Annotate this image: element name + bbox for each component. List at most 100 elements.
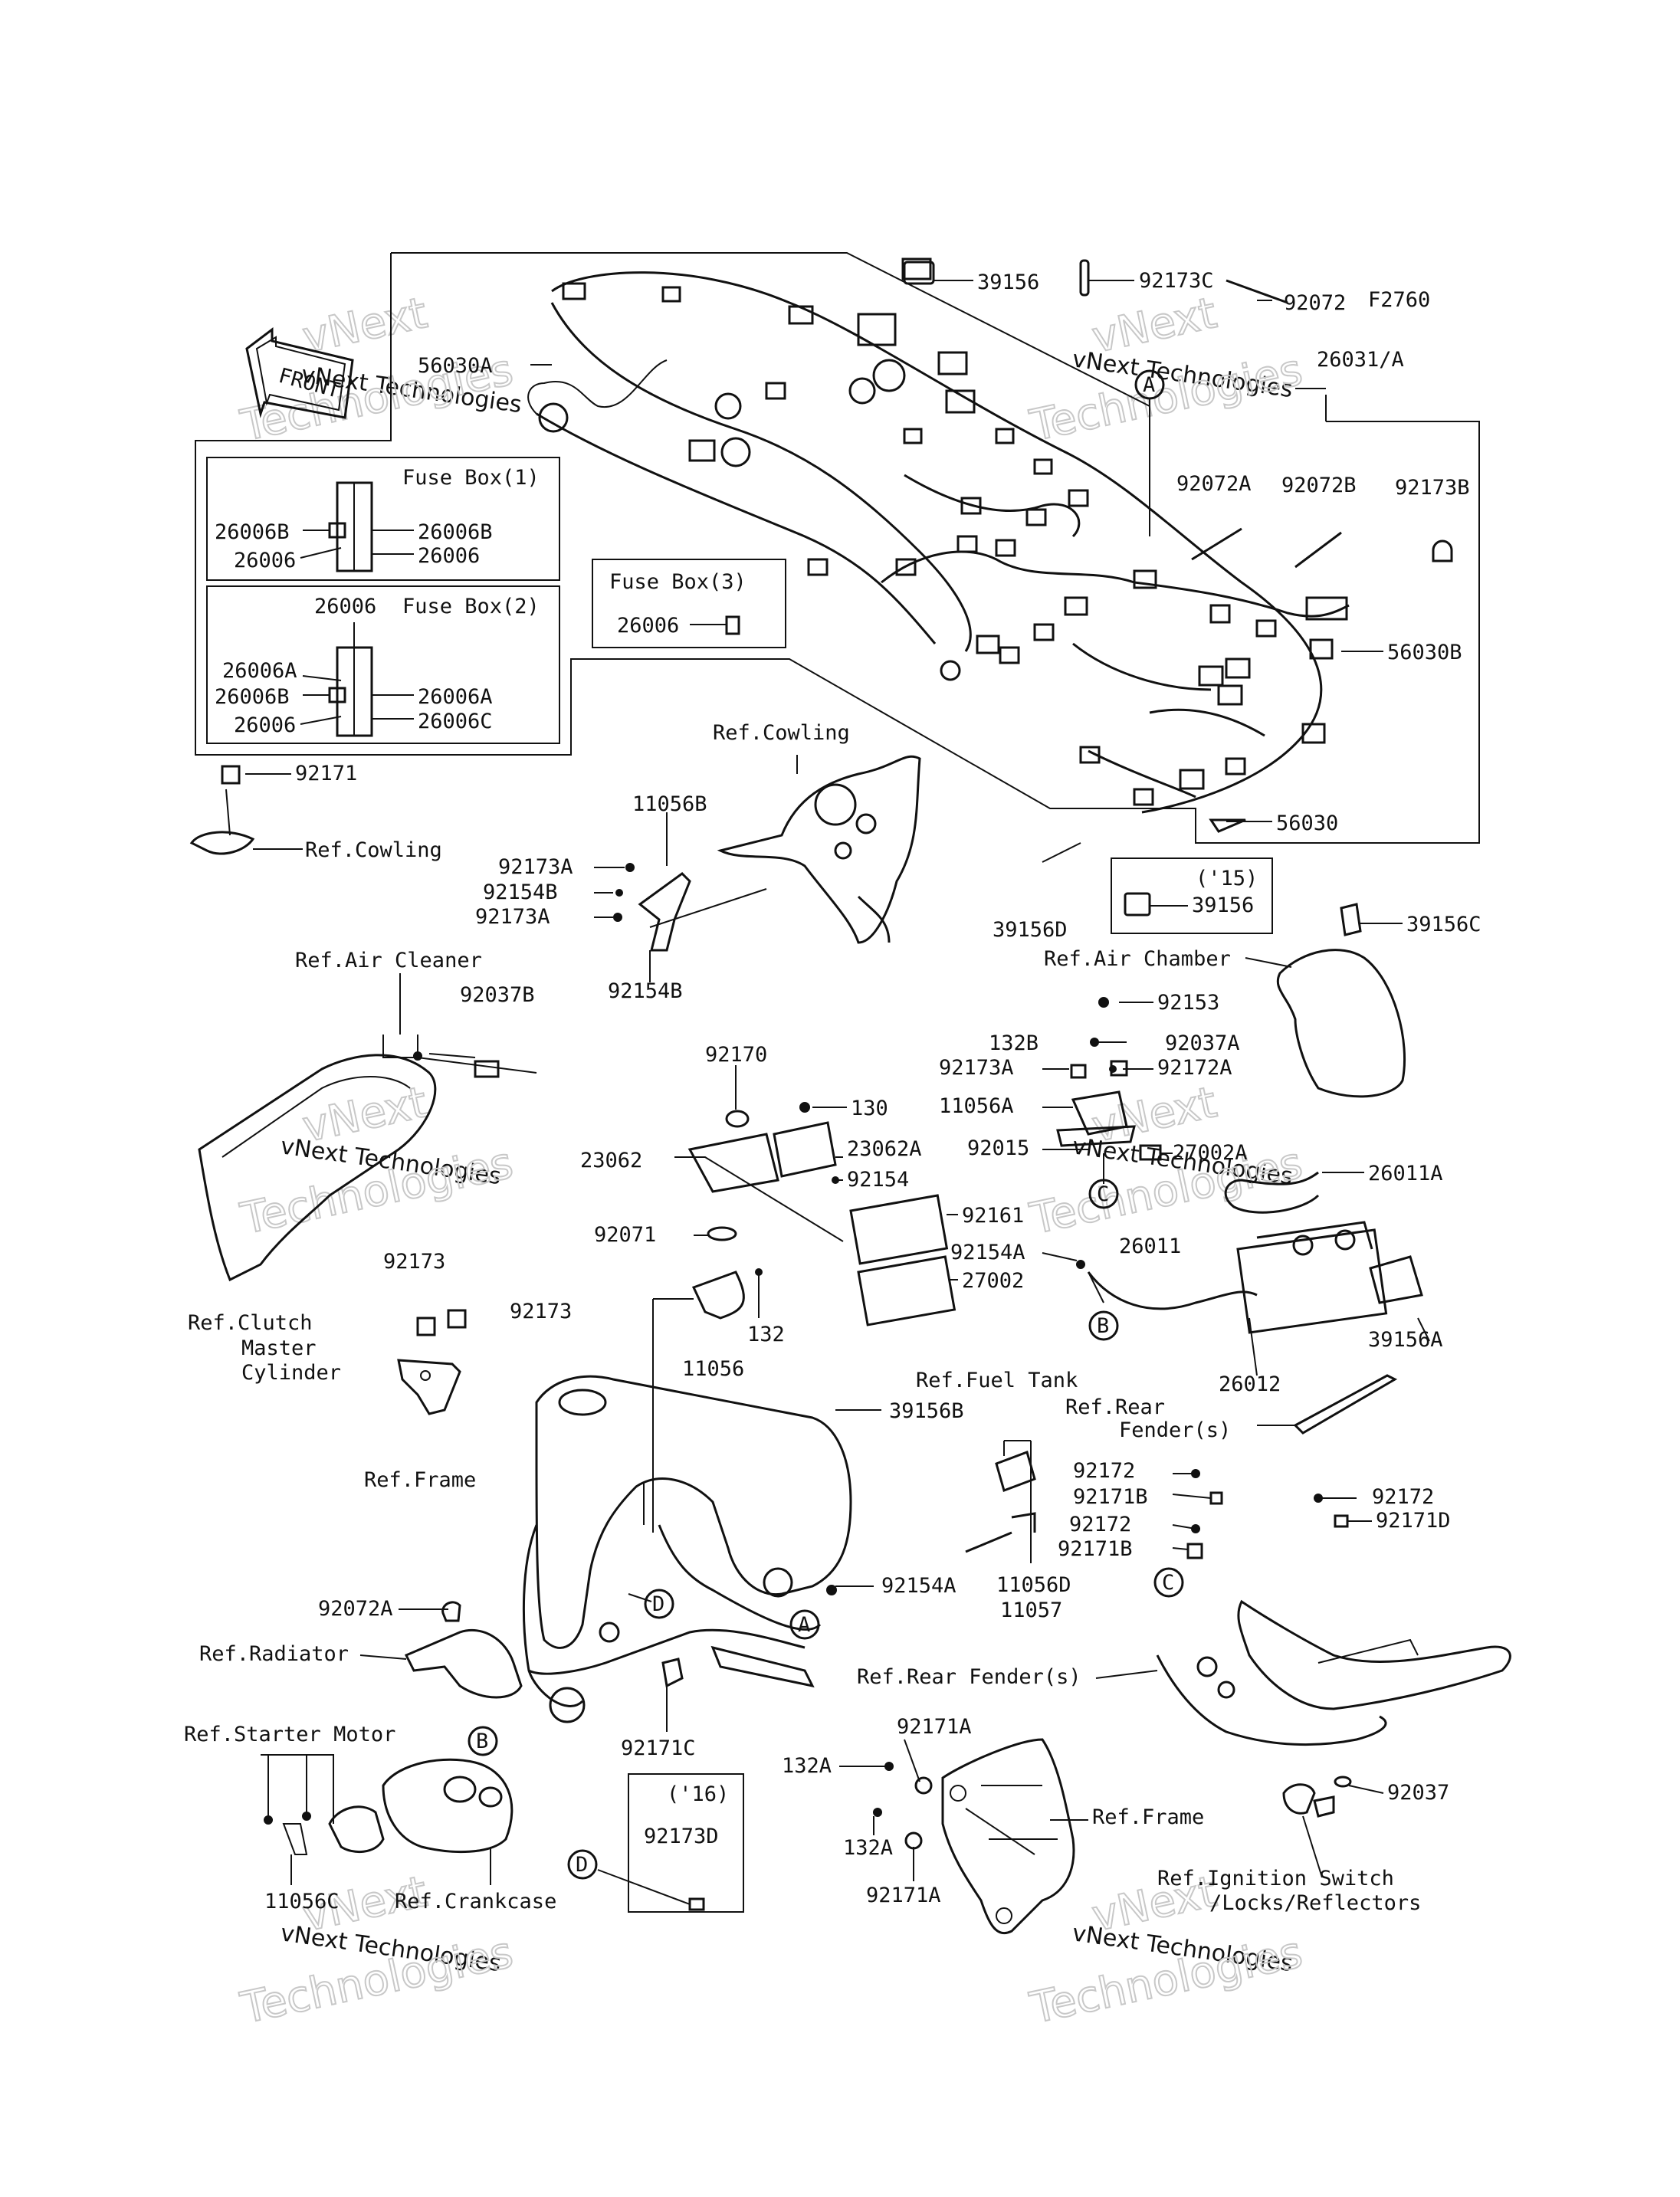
ref-ignition-line-2: /Locks/Reflectors	[1209, 1891, 1421, 1915]
fuse-box-2-right-1: 26006A	[418, 685, 493, 709]
svg-text:B: B	[476, 1730, 488, 1753]
ref-clutch-line-1: Ref.Clutch	[188, 1311, 313, 1335]
part-132B: 132B	[989, 1031, 1039, 1055]
fuse-box-2-left-2: 26006B	[215, 685, 290, 709]
part-92173A-1: 92173A	[498, 855, 573, 879]
part-39156B: 39156B	[889, 1399, 964, 1423]
part-92071: 92071	[594, 1223, 656, 1247]
part-56030A: 56030A	[418, 354, 493, 378]
part-26011A: 26011A	[1368, 1162, 1443, 1185]
part-132: 132	[747, 1323, 785, 1346]
part-92173-2: 92173	[510, 1300, 572, 1323]
ref-ignition-line-1: Ref.Ignition Switch	[1157, 1867, 1394, 1890]
year-box-16: ('16) 92173D	[597, 1773, 744, 1913]
part-23062A: 23062A	[847, 1137, 922, 1161]
part-92171B-1: 92171B	[1073, 1485, 1148, 1509]
fuse-box-2-top: 26006	[314, 595, 376, 618]
part-92173A-3: 92173A	[939, 1056, 1014, 1080]
callout-markers: A A B B C C D D	[468, 369, 1184, 1880]
part-11057: 11057	[1000, 1599, 1062, 1622]
callout-marker-d-bottom: D	[567, 1849, 598, 1880]
callout-marker-b-bottom: B	[468, 1726, 498, 1756]
fuse-box-1-title: Fuse Box(1)	[402, 466, 540, 490]
ref-cowling-left: Ref.Cowling	[305, 838, 442, 862]
ref-clutch-line-2: Master	[241, 1336, 317, 1360]
part-23062: 23062	[580, 1149, 642, 1172]
part-92037B: 92037B	[460, 983, 535, 1007]
ref-crankcase: Ref.Crankcase	[395, 1890, 556, 1913]
part-11056C: 11056C	[264, 1890, 340, 1913]
fuse-box-2: 26006 Fuse Box(2) 26006A 26006B 26006 26…	[206, 585, 560, 744]
part-92171B-2: 92171B	[1058, 1537, 1133, 1561]
callout-marker-d-top: D	[644, 1589, 674, 1619]
part-92173B: 92173B	[1395, 476, 1470, 500]
part-92037A: 92037A	[1165, 1031, 1240, 1055]
year-box-15: ('15) 39156	[1111, 857, 1273, 934]
fuse-box-3: Fuse Box(3) 26006	[592, 559, 786, 648]
component-illustrations	[189, 755, 1511, 1934]
part-92154B-2: 92154B	[608, 979, 683, 1003]
ref-rear-fender-top-1: Ref.Rear	[1065, 1395, 1165, 1419]
fuse-box-2-left-3: 26006	[234, 713, 296, 737]
year-box-15-year: ('15)	[1196, 867, 1258, 890]
part-92161: 92161	[962, 1204, 1024, 1228]
part-92172-1: 92172	[1073, 1459, 1135, 1483]
part-labels: 39156 92173C 92072 F2760 26031/A 56030A …	[264, 269, 1481, 1913]
part-92172-3: 92172	[1372, 1485, 1434, 1509]
ref-radiator: Ref.Radiator	[199, 1642, 349, 1666]
part-92173A-2: 92173A	[475, 905, 550, 929]
ref-clutch-line-3: Cylinder	[241, 1361, 341, 1385]
part-92154: 92154	[847, 1168, 909, 1192]
callout-marker-a-top: A	[1134, 369, 1165, 536]
ref-fuel-tank: Ref.Fuel Tank	[916, 1369, 1078, 1392]
watermark-top-right: vNext vNext Technologies Technologies	[1025, 287, 1307, 452]
ref-air-cleaner: Ref.Air Cleaner	[295, 949, 482, 972]
ref-cowling-top: Ref.Cowling	[713, 721, 850, 745]
svg-text:D: D	[652, 1592, 664, 1616]
part-92154B-1: 92154B	[483, 880, 558, 904]
ref-frame-bottom: Ref.Frame	[1092, 1805, 1204, 1829]
year-box-16-part: 92173D	[644, 1825, 719, 1848]
part-92172-2: 92172	[1069, 1513, 1131, 1536]
part-11056B: 11056B	[632, 792, 707, 816]
part-92173-1: 92173	[383, 1250, 445, 1274]
part-26031A: 26031/A	[1317, 348, 1404, 372]
callout-marker-c-bottom: C	[1153, 1567, 1184, 1598]
part-11056A: 11056A	[939, 1094, 1014, 1118]
callout-marker-b-top: B	[1088, 1310, 1119, 1341]
part-92072: 92072	[1284, 291, 1346, 315]
part-92037: 92037	[1387, 1781, 1449, 1805]
ref-rear-fender-top-2: Fender(s)	[1119, 1418, 1231, 1442]
ref-air-chamber: Ref.Air Chamber	[1044, 947, 1231, 971]
part-92171D: 92171D	[1376, 1509, 1451, 1533]
part-11056D: 11056D	[996, 1573, 1071, 1597]
wiring-harness	[527, 257, 1350, 814]
part-92154A-2: 92154A	[881, 1574, 956, 1598]
top-right-parts	[903, 259, 1453, 833]
part-92072A-top: 92072A	[1176, 472, 1252, 496]
part-132A-2: 132A	[843, 1836, 893, 1860]
ref-starter-motor: Ref.Starter Motor	[184, 1723, 395, 1746]
fuse-box-2-title: Fuse Box(2)	[402, 595, 540, 618]
ref-rear-fender-bottom: Ref.Rear Fender(s)	[857, 1665, 1081, 1689]
year-box-16-year: ('16)	[667, 1782, 729, 1806]
fuse-box-1-right-1: 26006B	[418, 520, 493, 544]
part-11056: 11056	[682, 1357, 744, 1381]
callout-marker-c-top: C	[1088, 1179, 1119, 1209]
fuse-box-1-right-2: 26006	[418, 544, 480, 568]
reference-labels: Ref.Cowling Ref.Cowling Ref.Air Cleaner …	[184, 721, 1421, 1915]
part-27002: 27002	[962, 1269, 1024, 1293]
part-39156A: 39156A	[1368, 1328, 1443, 1352]
part-92171: 92171	[295, 762, 357, 785]
svg-text:C: C	[1162, 1571, 1174, 1595]
part-56030: 56030	[1276, 812, 1338, 835]
part-39156C: 39156C	[1406, 913, 1481, 936]
part-26011: 26011	[1119, 1235, 1181, 1258]
fuse-box-3-title: Fuse Box(3)	[609, 570, 746, 594]
watermark-mid-right: vNext vNext Technologies Technologies	[1025, 1077, 1307, 1245]
part-132A-1: 132A	[782, 1754, 832, 1778]
part-92072A-bottom: 92072A	[318, 1597, 393, 1621]
watermark-mid-left: vNext vNext Technologies Technologies	[235, 1077, 517, 1245]
part-92170: 92170	[705, 1043, 767, 1067]
part-92072B: 92072B	[1281, 474, 1357, 497]
